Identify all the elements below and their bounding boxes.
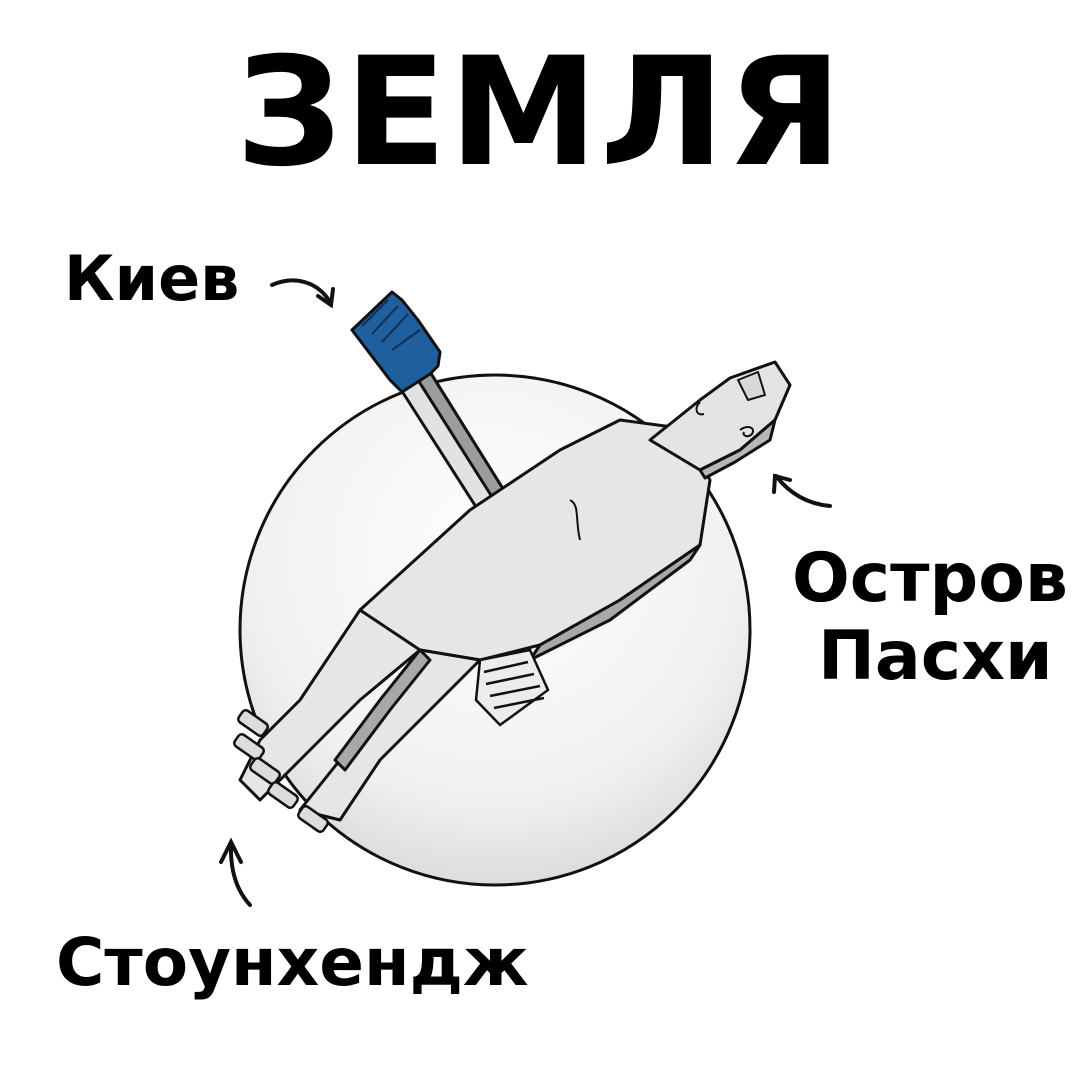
lower-hand [474,648,550,727]
label-kiev: Киев [64,242,240,315]
blue-hand [350,290,442,394]
arrow-kiev-icon [270,278,335,309]
page-title: ЗЕМЛЯ [235,26,845,200]
label-easter-island-line1: Остров [792,539,1068,618]
figure-legs [238,608,482,822]
arrow-stonehenge-icon [219,837,252,907]
figure-feet [233,708,329,834]
figure-head [648,360,792,480]
label-easter-island-line2: Пасхи [818,617,1053,697]
label-easter-island: Остров Пасхи [792,539,1068,697]
label-stonehenge: Стоунхендж [56,924,529,1001]
arrow-easter-island-icon [772,473,832,508]
